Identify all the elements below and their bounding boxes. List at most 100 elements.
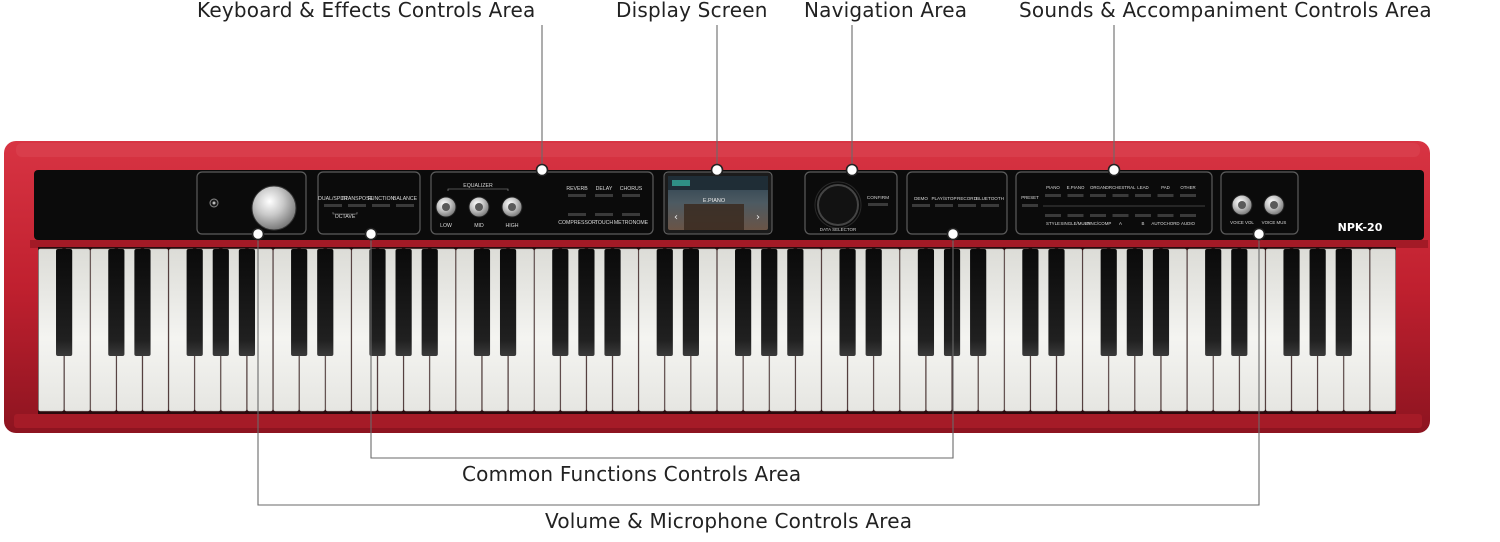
voice-label: E.PIANO: [1067, 185, 1085, 190]
black-key[interactable]: [369, 249, 386, 356]
common-function-button[interactable]: [935, 204, 953, 207]
master-volume-knob[interactable]: [251, 185, 297, 231]
callout-marker: [535, 163, 549, 177]
black-key[interactable]: [787, 249, 804, 356]
confirm-button[interactable]: [868, 203, 888, 206]
accompaniment-button[interactable]: [1090, 214, 1106, 217]
piano-body-top-edge: [16, 143, 1420, 157]
accompaniment-label: SYNC/COMP: [1085, 221, 1112, 226]
common-function-button[interactable]: [912, 204, 930, 207]
effect-button[interactable]: [568, 213, 586, 216]
voice-button[interactable]: [1157, 194, 1174, 197]
voice-button[interactable]: [1112, 194, 1129, 197]
black-key[interactable]: [1022, 249, 1039, 356]
voice-button[interactable]: [1067, 194, 1084, 197]
black-key[interactable]: [238, 249, 256, 356]
accompaniment-button[interactable]: [1157, 214, 1174, 217]
accompaniment-button[interactable]: [1135, 214, 1151, 217]
white-key[interactable]: [1370, 248, 1396, 412]
black-key[interactable]: [186, 249, 203, 356]
voice-button[interactable]: [1135, 194, 1151, 197]
accompaniment-button[interactable]: [1067, 214, 1084, 217]
accompaniment-button[interactable]: [1045, 214, 1061, 217]
kbd-button-label: TRANSPOSE: [341, 196, 374, 202]
black-key[interactable]: [578, 249, 595, 356]
callout-line: [257, 234, 1260, 506]
equalizer-bracket: [447, 188, 509, 191]
black-key[interactable]: [134, 249, 151, 356]
black-key[interactable]: [1152, 249, 1170, 356]
black-key[interactable]: [604, 249, 621, 356]
black-key[interactable]: [499, 249, 517, 356]
preset-button[interactable]: [1022, 204, 1038, 207]
callout-marker: [364, 227, 378, 241]
effect-button[interactable]: [595, 213, 613, 216]
accompaniment-button[interactable]: [1180, 214, 1196, 217]
eq-knob-cap: [442, 203, 450, 211]
octave-bracket: [332, 212, 358, 215]
data-selector-dial-rim: [814, 181, 862, 229]
black-key[interactable]: [212, 249, 229, 356]
voice-label: LEAD: [1137, 185, 1148, 190]
model-name: NPK-20: [1338, 221, 1383, 234]
voice-label: PAD: [1161, 185, 1170, 190]
black-key[interactable]: [317, 249, 334, 356]
common-function-button[interactable]: [981, 204, 999, 207]
display-next-arrow[interactable]: ›: [756, 212, 760, 223]
voice-button[interactable]: [1090, 194, 1106, 197]
black-key[interactable]: [682, 249, 699, 356]
effect-label: METRONOME: [614, 220, 649, 226]
black-key[interactable]: [1205, 249, 1222, 356]
preset-label: PRESET: [1021, 195, 1039, 200]
kbd-button[interactable]: [396, 204, 414, 207]
black-key[interactable]: [839, 249, 856, 356]
kbd-button[interactable]: [324, 204, 342, 207]
black-key[interactable]: [56, 249, 73, 356]
effect-button[interactable]: [568, 194, 586, 197]
black-key[interactable]: [1335, 249, 1352, 356]
volume-knob-label: VOICE VOL: [1230, 220, 1254, 225]
black-key[interactable]: [1126, 249, 1143, 356]
voice-button[interactable]: [1045, 194, 1061, 197]
kbd-button[interactable]: [372, 204, 390, 207]
black-key[interactable]: [1048, 249, 1065, 356]
data-selector-label: DATA SELECTOR: [820, 227, 857, 232]
black-key[interactable]: [1309, 249, 1326, 356]
callout-marker: [1252, 227, 1266, 241]
callout-line: [370, 234, 954, 459]
eq-knob-cap: [475, 203, 483, 211]
black-key[interactable]: [943, 249, 961, 356]
black-key[interactable]: [865, 249, 882, 356]
data-selector-dial[interactable]: [817, 184, 859, 226]
power-button[interactable]: [209, 198, 219, 208]
kbd-button[interactable]: [348, 204, 366, 207]
black-key[interactable]: [1231, 249, 1248, 356]
black-key[interactable]: [552, 249, 569, 356]
black-key[interactable]: [473, 249, 491, 356]
common-function-button[interactable]: [958, 204, 976, 207]
accompaniment-label: SINGLE/MULTI: [1060, 221, 1090, 226]
effect-button[interactable]: [622, 213, 640, 216]
black-key[interactable]: [108, 249, 125, 356]
effect-label: CHORUS: [620, 186, 643, 192]
black-key[interactable]: [970, 249, 987, 356]
voice-button[interactable]: [1180, 194, 1196, 197]
accompaniment-label: AUDIO: [1181, 221, 1195, 226]
black-key[interactable]: [421, 249, 438, 356]
black-key[interactable]: [291, 249, 308, 356]
black-key[interactable]: [395, 249, 412, 356]
accompaniment-button[interactable]: [1112, 214, 1129, 217]
black-key[interactable]: [917, 249, 935, 356]
black-key[interactable]: [761, 249, 778, 356]
display-prev-arrow[interactable]: ‹: [674, 212, 678, 223]
display-piano-image: [684, 204, 744, 230]
common-function-label: BLUETOOTH: [976, 196, 1004, 201]
black-key[interactable]: [735, 249, 752, 356]
black-key[interactable]: [1100, 249, 1117, 356]
black-key[interactable]: [1283, 249, 1300, 356]
black-key[interactable]: [656, 249, 673, 356]
effect-button[interactable]: [595, 194, 613, 197]
kbd-button-label: DUAL/SPLIT: [318, 196, 349, 202]
effect-button[interactable]: [622, 194, 640, 197]
